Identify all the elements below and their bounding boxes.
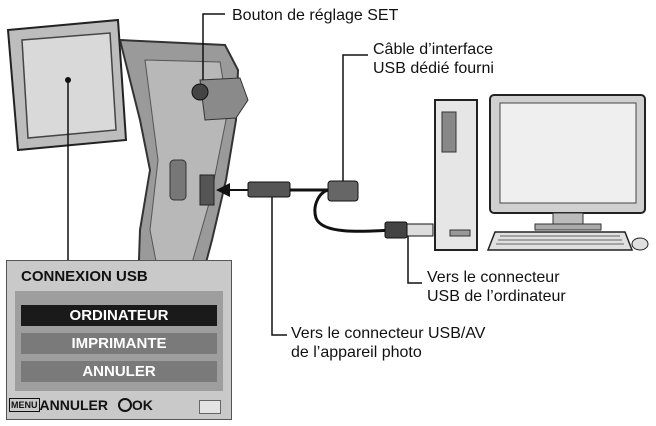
menu-title: CONNEXION USB — [21, 268, 148, 285]
battery-icon — [199, 400, 221, 414]
leader-lines — [67, 13, 422, 336]
keyboard — [486, 231, 634, 251]
monitor — [489, 94, 646, 231]
label-cable-line2: USB dédié fourni — [373, 60, 494, 77]
menu-option-ordinateur[interactable]: ORDINATEUR — [21, 305, 217, 326]
menu-option-imprimante[interactable]: IMPRIMANTE — [21, 333, 217, 354]
footer-cancel-label: ANNULER — [39, 397, 108, 413]
label-cable-line1: Câble d’interface — [373, 41, 494, 58]
arrow — [216, 183, 248, 197]
pc-tower — [434, 99, 478, 251]
label-computer-conn-line1: Vers le connecteur — [427, 269, 560, 286]
usb-cable — [247, 180, 434, 239]
label-set-button: Bouton de réglage SET — [232, 7, 399, 24]
label-camera-conn-line2: de l’appareil photo — [291, 344, 422, 361]
menu-option-annuler[interactable]: ANNULER — [21, 361, 217, 382]
label-computer-conn-line2: USB de l’ordinateur — [427, 288, 566, 305]
set-button-icon — [117, 398, 132, 412]
footer-ok-label: OK — [131, 397, 153, 413]
menu-options: ORDINATEUR IMPRIMANTE ANNULER — [15, 291, 223, 391]
camcorder — [6, 18, 249, 302]
menu-key-icon: MENU — [9, 398, 40, 412]
usb-connection-menu: CONNEXION USB ORDINATEUR IMPRIMANTE ANNU… — [6, 260, 232, 420]
mouse — [631, 237, 649, 251]
label-camera-conn-line1: Vers le connecteur USB/AV — [291, 325, 486, 342]
